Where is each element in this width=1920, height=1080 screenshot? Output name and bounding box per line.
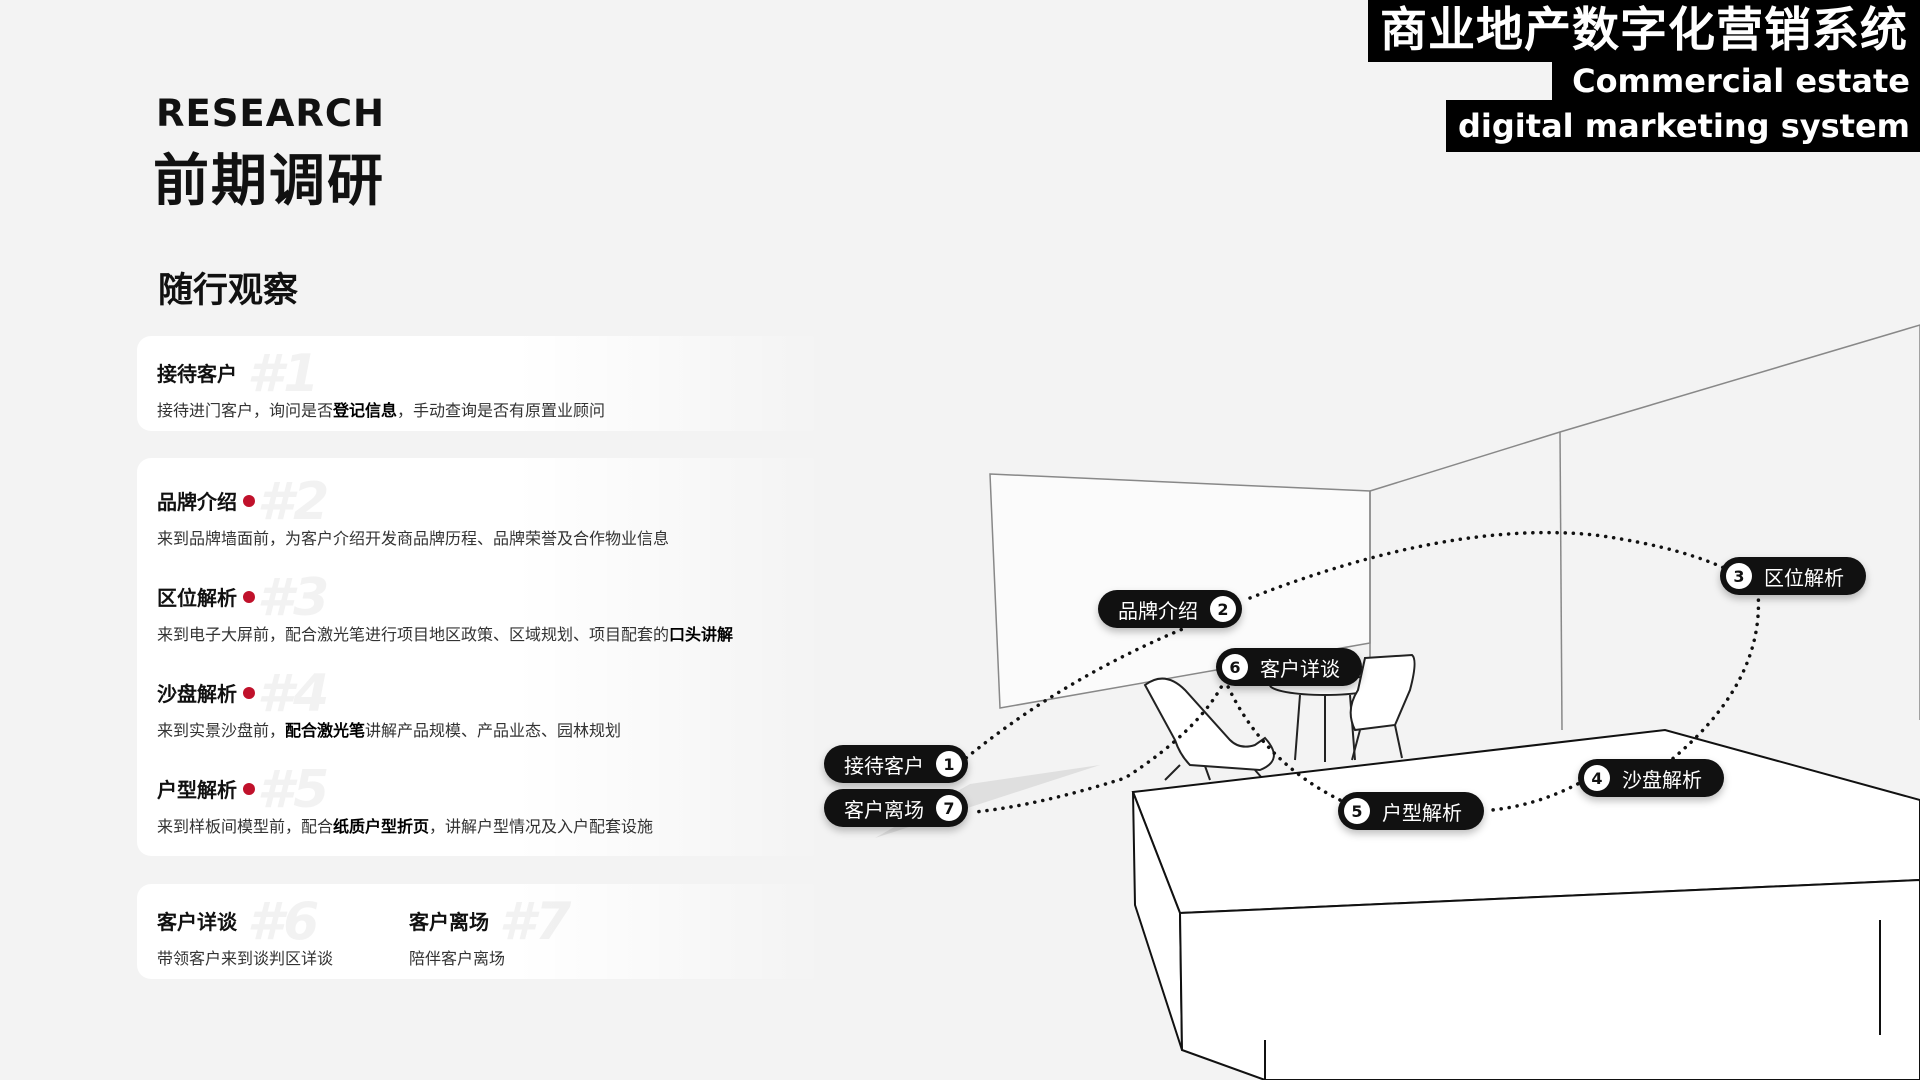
desc-text: 来到样板间模型前，配合 — [157, 817, 334, 836]
desc-text: 来到实景沙盘前， — [157, 721, 286, 740]
pill-label: 接待客户 — [844, 753, 924, 778]
step-watermark-6: #6 — [247, 892, 320, 952]
pill-label: 户型解析 — [1382, 800, 1462, 825]
desc-text: ，手动查询是否有原置业顾问 — [397, 401, 606, 420]
desc-emphasis: 纸质户型折页 — [333, 817, 430, 836]
pill-label: 客户离场 — [844, 797, 924, 822]
table-legs — [1294, 694, 1356, 762]
step-desc-7: 陪伴客户离场 — [409, 945, 505, 969]
side-wall — [1369, 324, 1920, 720]
brand-title-en-line2: digital marketing system — [1446, 100, 1920, 152]
path-2-3 — [1248, 530, 1742, 600]
step-item-1: #1 接待客户 接待进门客户，询问是否登记信息，手动查询是否有原置业顾问 — [157, 344, 605, 421]
path-1-2 — [958, 626, 1187, 765]
step-watermark-1: #1 — [247, 344, 320, 404]
step-desc-2: 来到品牌墙面前，为客户介绍开发商品牌历程、品牌荣誉及合作物业信息 — [157, 525, 669, 549]
pill-label: 客户详谈 — [1260, 656, 1340, 681]
step-desc-6: 带领客户来到谈判区详谈 — [157, 945, 333, 969]
step-desc-3: 来到电子大屏前，配合激光笔进行项目地区政策、区域规划、项目配套的口头讲解 — [157, 621, 733, 645]
red-dot-icon — [243, 782, 255, 795]
step-watermark-5: #5 — [257, 760, 330, 820]
step-card-tour: #2 品牌介绍 来到品牌墙面前，为客户介绍开发商品牌历程、品牌荣誉及合作物业信息… — [137, 458, 827, 856]
brand-title-en-line1: Commercial estate — [1552, 62, 1920, 100]
step-desc-4: 来到实景沙盘前，配合激光笔讲解产品规模、产品业态、园林规划 — [157, 717, 621, 741]
desc-text: 陪伴客户离场 — [409, 949, 506, 968]
pill-number: 1 — [936, 751, 962, 777]
step-title-3: 区位解析 — [157, 582, 733, 611]
step-card-closing: #6 客户详谈 带领客户来到谈判区详谈 #7 客户离场 陪伴客户离场 — [137, 884, 827, 979]
pill-label: 品牌介绍 — [1118, 598, 1198, 623]
step-item-7: #7 客户离场 陪伴客户离场 — [409, 892, 571, 969]
step-item-4: #4 沙盘解析 来到实景沙盘前，配合激光笔讲解产品规模、产品业态、园林规划 — [157, 664, 621, 741]
step-card-reception: #1 接待客户 接待进门客户，询问是否登记信息，手动查询是否有原置业顾问 — [137, 336, 827, 431]
pill-step-5: 5 户型解析 — [1338, 792, 1484, 830]
step-title-6: 客户详谈 — [157, 910, 237, 934]
wall-corner-line — [1559, 431, 1563, 731]
red-dot-icon — [243, 686, 255, 699]
pill-number: 3 — [1726, 563, 1752, 589]
pill-number: 7 — [936, 795, 962, 821]
pill-step-2: 品牌介绍 2 — [1098, 590, 1242, 628]
step-item-5: #5 户型解析 来到样板间模型前，配合纸质户型折页，讲解户型情况及入户配套设施 — [157, 760, 653, 837]
step-watermark-7: #7 — [499, 892, 572, 952]
red-dot-icon — [243, 494, 255, 507]
step-item-3: #3 区位解析 来到电子大屏前，配合激光笔进行项目地区政策、区域规划、项目配套的… — [157, 568, 733, 645]
step-watermark-2: #2 — [257, 472, 330, 532]
brand-title-cn: 商业地产数字化营销系统 — [1368, 0, 1920, 62]
pill-step-4: 4 沙盘解析 — [1578, 759, 1724, 797]
desc-text: 来到电子大屏前，配合激光笔进行项目地区政策、区域规划、项目配套的 — [157, 625, 670, 644]
step-watermark-4: #4 — [257, 664, 330, 724]
step-desc-1: 接待进门客户，询问是否登记信息，手动查询是否有原置业顾问 — [157, 397, 605, 421]
pill-label: 沙盘解析 — [1622, 767, 1702, 792]
pill-step-1: 接待客户 1 — [824, 745, 968, 783]
desc-emphasis: 配合激光笔 — [285, 721, 366, 740]
desc-text: 接待进门客户，询问是否 — [157, 401, 334, 420]
desc-emphasis: 登记信息 — [333, 401, 398, 420]
brand-header: 商业地产数字化营销系统 Commercial estate digital ma… — [1368, 0, 1920, 152]
step-title-1: 接待客户 — [157, 362, 237, 386]
counter-front — [1178, 878, 1920, 1080]
pill-number: 5 — [1344, 798, 1370, 824]
page-title: 前期调研 — [153, 149, 385, 214]
pill-number: 6 — [1222, 654, 1248, 680]
step-title-2: 品牌介绍 — [157, 486, 669, 515]
desc-text: 来到品牌墙面前，为客户介绍开发商品牌历程、品牌荣誉及合作物业信息 — [157, 529, 670, 548]
step-title-4: 沙盘解析 — [157, 678, 621, 707]
chair-left — [1143, 677, 1275, 772]
desc-text: 带领客户来到谈判区详谈 — [157, 949, 334, 968]
pill-number: 4 — [1584, 765, 1610, 791]
pill-step-3: 3 区位解析 — [1720, 557, 1866, 595]
desc-emphasis: 口头讲解 — [669, 625, 734, 644]
pill-number: 2 — [1210, 596, 1236, 622]
chair-legs — [1351, 724, 1403, 761]
pill-step-7: 客户离场 7 — [824, 789, 968, 827]
step-item-6: #6 客户详谈 带领客户来到谈判区详谈 — [157, 892, 333, 969]
desc-text: 讲解产品规模、产品业态、园林规划 — [365, 721, 622, 740]
pill-label: 区位解析 — [1764, 565, 1844, 590]
section-title: 随行观察 — [158, 271, 299, 311]
desc-text: ，讲解户型情况及入户配套设施 — [429, 817, 654, 836]
red-dot-icon — [243, 590, 255, 603]
step-title-5: 户型解析 — [157, 774, 653, 803]
path-4-5 — [1490, 778, 1587, 812]
step-item-2: #2 品牌介绍 来到品牌墙面前，为客户介绍开发商品牌历程、品牌荣誉及合作物业信息 — [157, 472, 669, 549]
step-desc-5: 来到样板间模型前，配合纸质户型折页，讲解户型情况及入户配套设施 — [157, 813, 653, 837]
eyebrow-research: RESEARCH — [156, 92, 385, 135]
pill-step-6: 6 客户详谈 — [1216, 648, 1362, 686]
step-watermark-3: #3 — [257, 568, 330, 628]
step-title-7: 客户离场 — [409, 910, 489, 934]
